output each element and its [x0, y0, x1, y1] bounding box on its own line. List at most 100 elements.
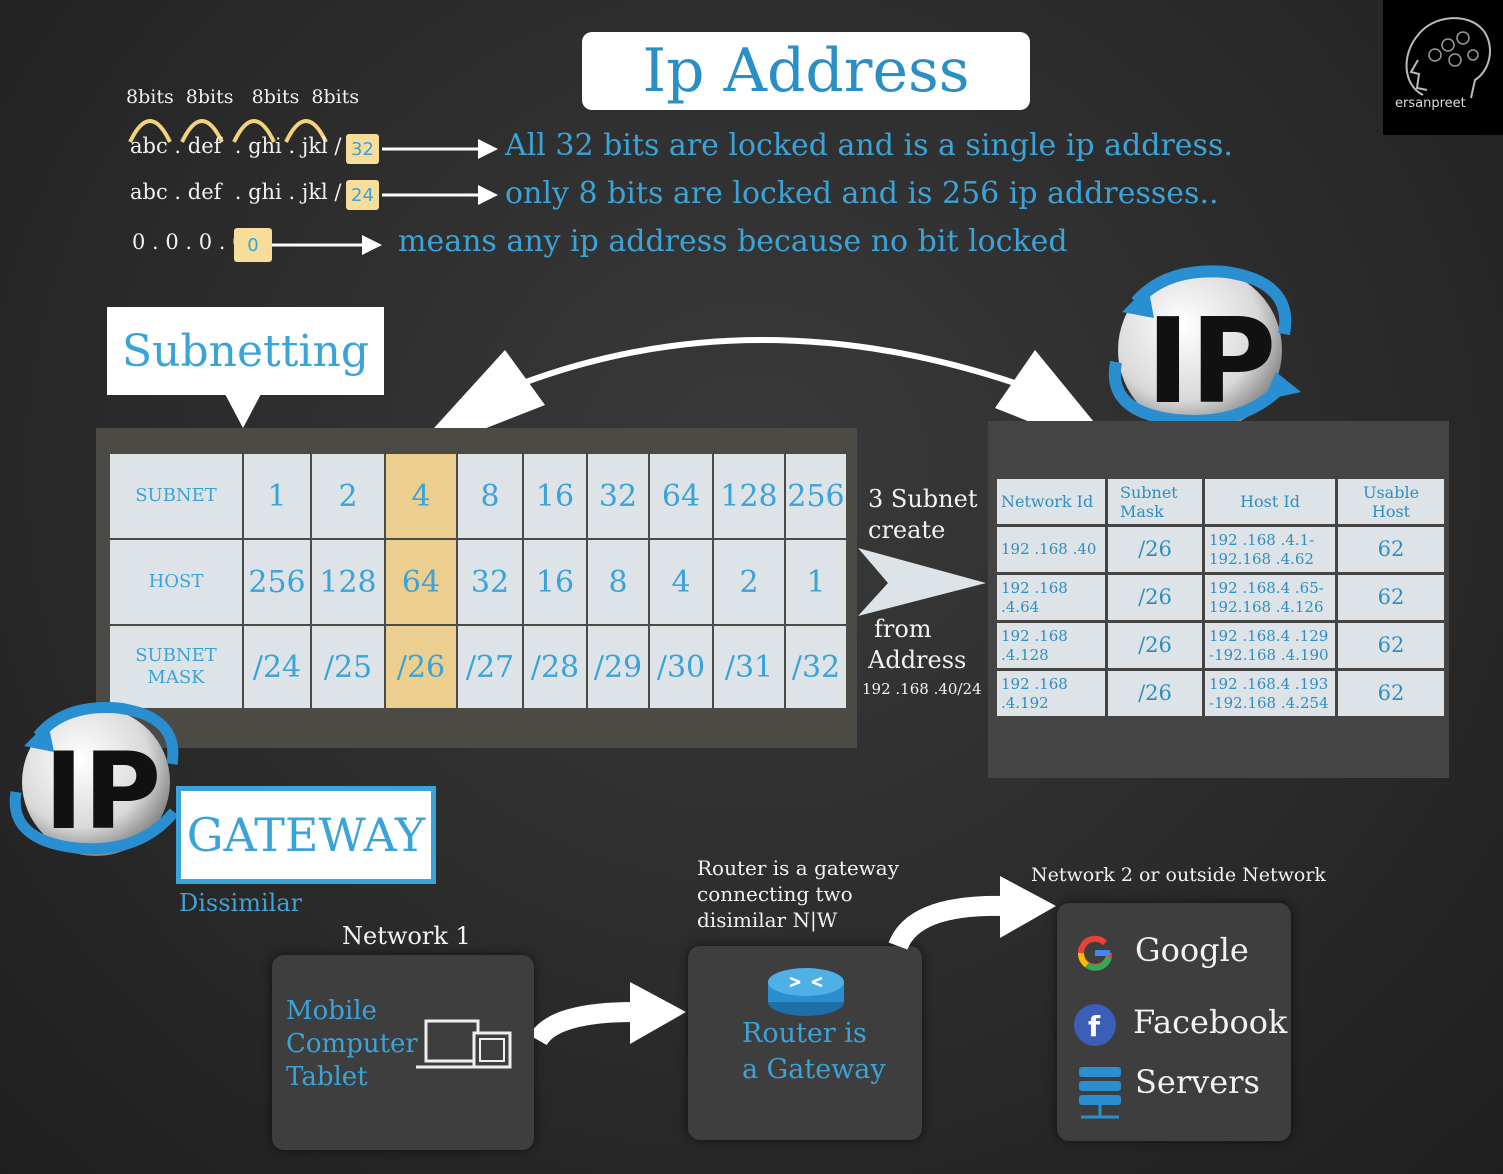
service-servers: Servers: [1135, 1063, 1260, 1101]
ip-desc-2: only 8 bits are locked and is 256 ip add…: [505, 176, 1219, 211]
device-tablet: Tablet: [286, 1062, 368, 1092]
host-cell: 16: [522, 538, 588, 626]
host-cell-highlight: 64: [384, 538, 458, 626]
ip-logo-icon: IP: [9, 702, 179, 856]
header-usable-host: Usable Host: [1335, 476, 1447, 527]
device-list: Mobile Computer Tablet: [286, 995, 418, 1094]
header-host-id: Host Id: [1202, 476, 1338, 527]
usable-host-cell: 62: [1335, 620, 1447, 671]
page-title: Ip Address: [642, 36, 970, 106]
host-cell: 32: [456, 538, 524, 626]
router-text-line-1: Router is: [742, 1018, 867, 1049]
mask-cell: /32: [784, 624, 848, 710]
mid-line-1: 3 Subnet: [868, 485, 978, 513]
subnet-cell: 128: [712, 452, 786, 540]
laptop-tablet-icon: [416, 1019, 512, 1069]
router-box: Router is a Gateway: [688, 946, 922, 1140]
arrow-right-icon: [272, 235, 382, 255]
mask-cell: /26: [1105, 620, 1205, 671]
bits-header: 8bits 8bits 8bits 8bits: [126, 86, 360, 108]
subnet-cell: 256: [784, 452, 848, 540]
gateway-subtitle: Dissimilar: [179, 889, 303, 917]
curved-arrow-icon: [534, 982, 686, 1046]
host-cell: 256: [242, 538, 312, 626]
host-cell: 4: [648, 538, 714, 626]
source-address: 192 .168 .40/24: [862, 680, 982, 698]
network-id-cell: 192 .168 .4.64: [994, 572, 1108, 623]
subnet-cell: 2: [310, 452, 386, 540]
svg-text:f: f: [1088, 1010, 1101, 1043]
host-id-cell: 192 .168.4 .129 -192.168 .4.190: [1202, 620, 1338, 671]
network-id-cell: 192 .168 .4.192: [994, 668, 1108, 719]
arrow-right-icon: [382, 185, 498, 205]
subnet-cell-highlight: 4: [384, 452, 458, 540]
network-id-cell: 192 .168 .4.128: [994, 620, 1108, 671]
mask-cell: /24: [242, 624, 312, 710]
mid-line-3: from: [874, 615, 932, 643]
subnet-cell: 1: [242, 452, 312, 540]
google-icon: [1078, 935, 1112, 971]
brain-head-icon: [1405, 17, 1491, 99]
ip-row-2: abc . def . ghi . jkl /: [130, 180, 342, 204]
network-2-label: Network 2 or outside Network: [1031, 864, 1326, 886]
network-id-cell: 192 .168 .40: [994, 524, 1108, 575]
usable-host-cell: 62: [1335, 668, 1447, 719]
mask-cell: /29: [586, 624, 650, 710]
octet-arcs: [128, 119, 328, 143]
mask-cell: /25: [310, 624, 386, 710]
prefix-badge-0: 0: [234, 228, 272, 262]
network-1-label: Network 1: [342, 922, 471, 950]
subnet-cell: 64: [648, 452, 714, 540]
host-cell: 8: [586, 538, 650, 626]
usable-host-cell: 62: [1335, 524, 1447, 575]
mask-cell: /31: [712, 624, 786, 710]
host-id-cell: 192 .168 .4.1- 192.168 .4.62: [1202, 524, 1338, 575]
ip-desc-3: means any ip address because no bit lock…: [398, 224, 1068, 259]
brand-logo: ersanpreet: [1383, 0, 1503, 135]
prefix-badge-24: 24: [346, 180, 379, 210]
arrow-right-icon: [858, 548, 986, 616]
arrow-right-icon: [382, 139, 498, 159]
mask-cell: /26: [1105, 572, 1205, 623]
ip-desc-1: All 32 bits are locked and is a single i…: [505, 128, 1233, 163]
gateway-title: GATEWAY: [186, 808, 426, 862]
host-cell: 128: [310, 538, 386, 626]
device-computer: Computer: [286, 1029, 418, 1059]
service-google: Google: [1135, 931, 1249, 969]
row-label-host: HOST: [108, 538, 244, 626]
mask-cell: /30: [648, 624, 714, 710]
router-icon: [768, 968, 844, 1016]
usable-host-cell: 62: [1335, 572, 1447, 623]
subnet-cell: 16: [522, 452, 588, 540]
subnet-cell: 8: [456, 452, 524, 540]
from-address-text: from Address: [868, 614, 966, 676]
router-text: Router is a Gateway: [742, 1016, 886, 1088]
prefix-badge-32: 32: [346, 134, 379, 164]
ip-row-1: abc . def . ghi . jkl /: [130, 134, 342, 158]
router-text-line-2: a Gateway: [742, 1054, 886, 1085]
ip-logo-icon: IP: [1108, 265, 1301, 432]
ip-logo-text: IP: [1146, 292, 1276, 430]
service-facebook: Facebook: [1133, 1003, 1288, 1041]
subnet-count-text: 3 Subnet create: [868, 484, 977, 546]
servers-icon: [1079, 1067, 1121, 1119]
router-caption: Router is a gateway connecting two disim…: [697, 856, 900, 932]
gateway-box: GATEWAY: [176, 786, 436, 884]
curved-arrow-icon: [888, 876, 1056, 950]
callout-pointer: [225, 394, 261, 428]
mask-cell: /26: [1105, 524, 1205, 575]
host-cell: 1: [784, 538, 848, 626]
mask-cell-highlight: /26: [384, 624, 458, 710]
facebook-icon: f: [1074, 1004, 1116, 1046]
network-2-box: Google f Facebook Servers: [1057, 903, 1291, 1141]
subnet-cell: 32: [586, 452, 650, 540]
result-table: Network Id Subnet Mask Host Id Usable Ho…: [994, 476, 1447, 719]
mid-line-2: create: [868, 516, 946, 544]
ip-logo-text: IP: [44, 730, 161, 853]
network-1-box: Mobile Computer Tablet: [272, 955, 534, 1150]
subnetting-title: Subnetting: [122, 325, 369, 377]
header-network-id: Network Id: [994, 476, 1108, 527]
mask-cell: /27: [456, 624, 524, 710]
row-label-subnet-mask: SUBNET MASK: [108, 624, 244, 710]
subnet-table: SUBNET 1 2 4 8 16 32 64 128 256 HOST 256…: [108, 452, 848, 710]
